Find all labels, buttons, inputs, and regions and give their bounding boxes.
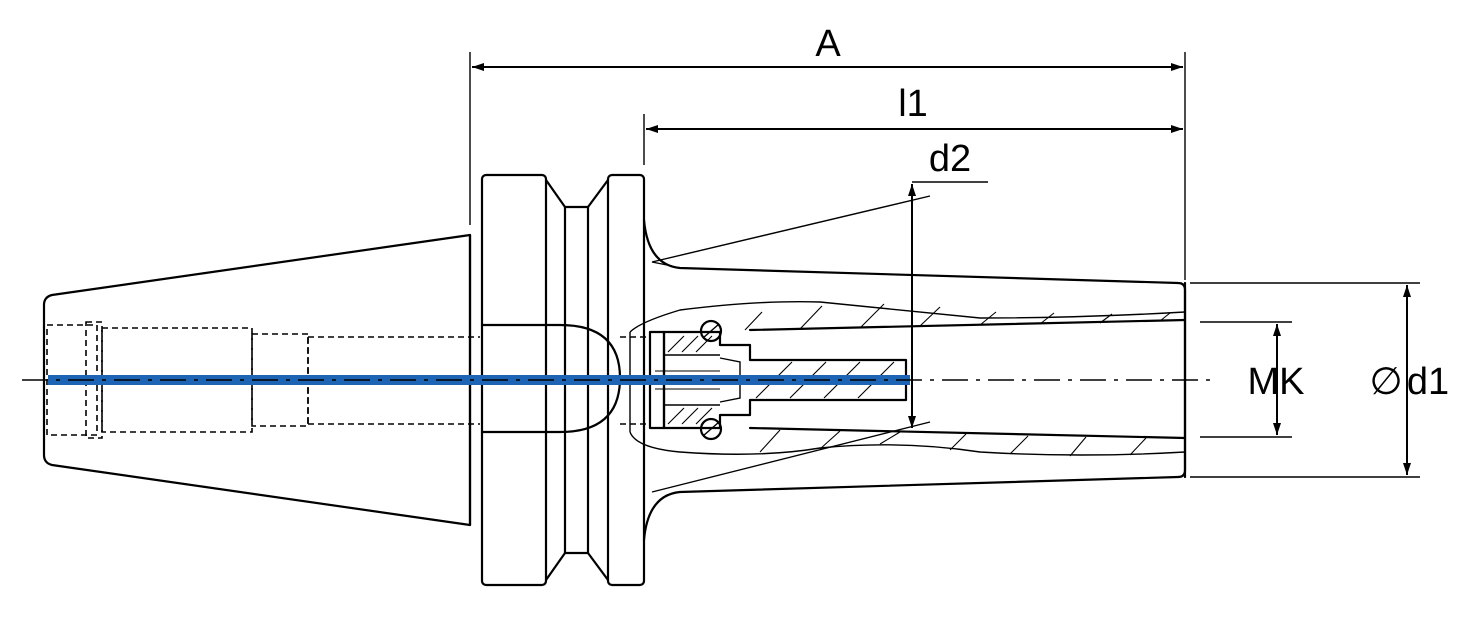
section-hatching [744,303,1171,457]
label-d2: d2 [929,138,971,180]
label-a: A [815,23,841,65]
label-d1: d1 [1407,361,1449,403]
label-l1: l1 [898,83,928,125]
steep-taper [42,233,472,527]
diameter-symbol: ∅ [1369,361,1402,403]
dimension-lines [469,52,1420,493]
label-mk: MK [1248,361,1305,403]
